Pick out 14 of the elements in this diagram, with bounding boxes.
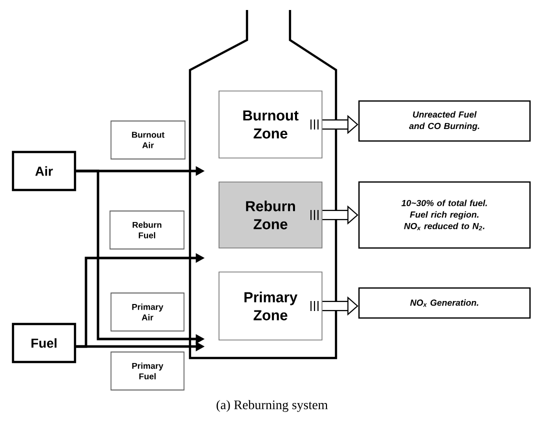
label-box: Primary Air — [110, 292, 184, 332]
label-box: Reburn Fuel — [110, 210, 184, 250]
label-box: Burnout Air — [110, 120, 186, 160]
furnace-drawing — [188, 10, 338, 360]
note-box: Unreacted Fuel and CO Burning. — [358, 100, 531, 142]
zone-box: Reburn Zone — [218, 182, 322, 248]
input-box: Air — [12, 150, 76, 192]
zone-box: Burnout Zone — [218, 90, 322, 158]
label-box: Primary Fuel — [110, 352, 184, 390]
note-box: NO$_{x}$ Generation. — [358, 287, 531, 319]
note-box: 10~30% of total fuel. Fuel rich region. NO$_{x}$ reduced to N$_{2}$. — [358, 181, 531, 249]
zone-box: Primary Zone — [218, 272, 322, 340]
caption: (a) Reburning system — [216, 400, 328, 412]
input-box: Fuel — [12, 322, 76, 364]
